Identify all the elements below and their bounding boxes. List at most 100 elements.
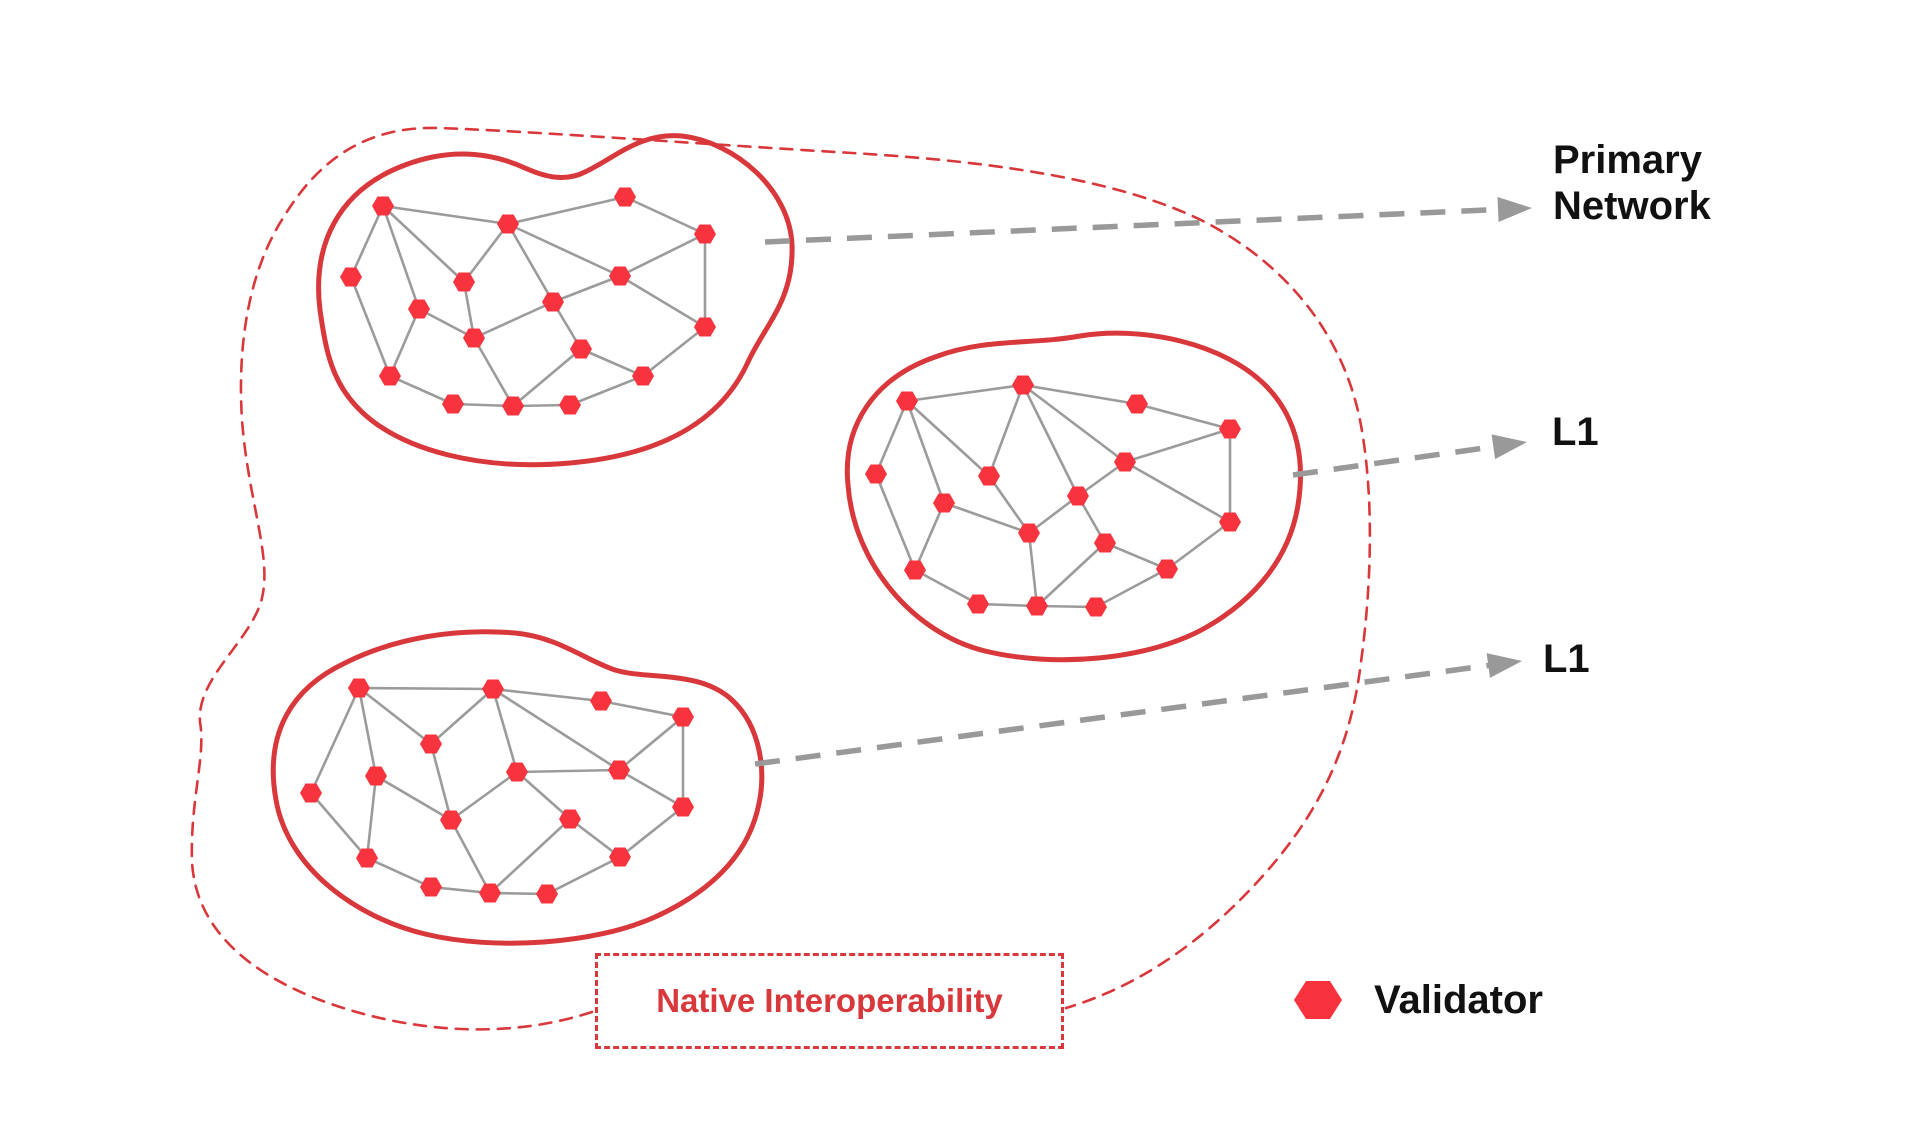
network-edge (1104, 541, 1168, 571)
validator-node (1219, 512, 1241, 532)
l1-cluster-bottom-outline (270, 629, 765, 946)
validator-node (609, 266, 631, 286)
network-edge (546, 855, 621, 896)
network-edge (358, 686, 494, 691)
network-edge (310, 792, 368, 859)
network-edge (389, 374, 454, 406)
validator-node (1085, 597, 1107, 617)
network-edge (619, 232, 706, 278)
l1-label-top: L1 (1552, 410, 1599, 454)
network-edge (512, 348, 582, 407)
validator-node (672, 797, 694, 817)
validator-node (904, 560, 926, 580)
network-edge (381, 205, 421, 310)
primary-network-label: Primary Network (1553, 137, 1711, 229)
network-edge (449, 819, 492, 894)
l1-cluster-right-outline (844, 330, 1303, 663)
network-edge (1022, 383, 1138, 406)
network-edge (1027, 532, 1039, 607)
network-edge (450, 770, 518, 822)
validator-node (442, 394, 464, 414)
validator-node (348, 678, 370, 698)
network-edge (473, 300, 554, 340)
validator-node (1012, 375, 1034, 395)
validator-node (609, 847, 631, 867)
network-edge (492, 687, 620, 772)
network-edge (429, 743, 453, 821)
validator-node (542, 292, 564, 312)
network-edge (618, 768, 684, 809)
network-edge (1124, 427, 1231, 464)
validator-node (614, 187, 636, 207)
validator-node (1156, 559, 1178, 579)
network-edge (987, 384, 1025, 477)
validator-node (694, 224, 716, 244)
network-edge (507, 222, 621, 278)
network-edge (492, 687, 602, 703)
validator-node (694, 317, 716, 337)
network-edge (874, 473, 917, 571)
network-edge (382, 204, 509, 226)
validator-node (1018, 523, 1040, 543)
network-edge (1095, 567, 1168, 609)
validator-node (559, 395, 581, 415)
validator-legend-hexagon-icon (1294, 981, 1342, 1019)
network-edge (905, 400, 946, 504)
validator-node (1067, 486, 1089, 506)
network-edge (375, 774, 452, 822)
l1-label-bottom: L1 (1543, 637, 1590, 681)
network-edge (1022, 383, 1126, 464)
validator-node (453, 272, 475, 292)
validator-node (608, 760, 630, 780)
network-edge (1077, 460, 1126, 498)
validator-node (440, 810, 462, 830)
network-edge (874, 400, 909, 475)
network-edge (382, 205, 465, 283)
validator-node (502, 396, 524, 416)
network-edge (1136, 402, 1231, 431)
network-edge (418, 307, 475, 340)
network-edge (624, 195, 706, 236)
network-edge (569, 374, 644, 407)
validator-node (978, 466, 1000, 486)
network-edge (943, 501, 1030, 535)
validator-node (1026, 596, 1048, 616)
network-edge (366, 856, 432, 889)
validator-node (590, 691, 612, 711)
validator-node (559, 809, 581, 829)
network-edge (365, 775, 378, 859)
validator-node (356, 848, 378, 868)
network-edge (619, 274, 706, 329)
validator-node (497, 214, 519, 234)
validator-node (506, 762, 528, 782)
primary-network-arrow (764, 206, 1507, 245)
validator-node (379, 366, 401, 386)
validator-node (300, 783, 322, 803)
validator-node (933, 493, 955, 513)
network-edge (388, 308, 421, 377)
network-edge (430, 688, 494, 745)
validator-node (1219, 419, 1241, 439)
primary-network-label-line1: Primary (1553, 138, 1702, 182)
network-edge (569, 817, 621, 859)
network-edge (552, 274, 621, 304)
network-edge (491, 688, 519, 773)
network-edge (349, 276, 392, 377)
native-interoperability-box: Native Interoperability (595, 953, 1064, 1049)
network-edge (516, 768, 620, 774)
network-edge (358, 686, 432, 746)
validator-node (536, 884, 558, 904)
validator-node (1094, 533, 1116, 553)
network-edge (906, 383, 1024, 403)
validator-node (570, 339, 592, 359)
network-edge (349, 205, 385, 278)
network-edge (357, 687, 378, 777)
network-edge (913, 502, 946, 571)
validator-node (672, 707, 694, 727)
network-edge (618, 715, 684, 772)
network-edge (619, 805, 684, 859)
validator-node (365, 766, 387, 786)
network-edge (1021, 384, 1080, 497)
